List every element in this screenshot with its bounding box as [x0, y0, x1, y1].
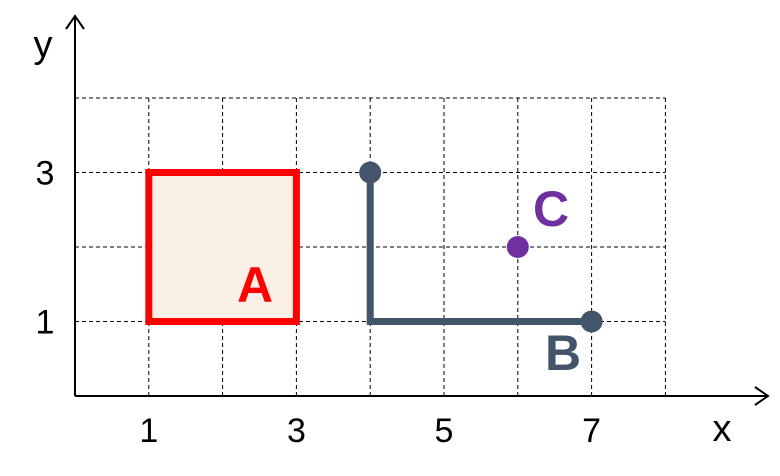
shapes	[145, 161, 603, 333]
labels: 1 3 5 7 1 3 x yA B C	[34, 24, 732, 450]
x-axis-arrowhead	[754, 386, 770, 406]
polyline-b-endpoint	[359, 161, 382, 184]
x-tick-label: 5	[435, 412, 454, 450]
x-tick-label: 1	[139, 412, 158, 450]
y-tick-label: 3	[36, 155, 55, 193]
x-tick-label: 3	[287, 412, 306, 450]
rectangle-a-label: A	[237, 257, 273, 313]
point-c	[506, 236, 529, 258]
axes	[65, 14, 770, 406]
y-axis-label: y	[34, 24, 53, 66]
x-axis-label: x	[713, 408, 732, 450]
polyline-b-label: B	[545, 325, 581, 381]
rectangle-a	[145, 169, 300, 325]
point-c-label: C	[533, 181, 569, 237]
x-tick-label: 7	[582, 412, 601, 450]
polyline-b	[366, 172, 592, 325]
y-tick-label: 1	[36, 304, 55, 342]
polyline-b-endpoint	[580, 310, 603, 333]
y-axis-arrowhead	[65, 14, 85, 30]
